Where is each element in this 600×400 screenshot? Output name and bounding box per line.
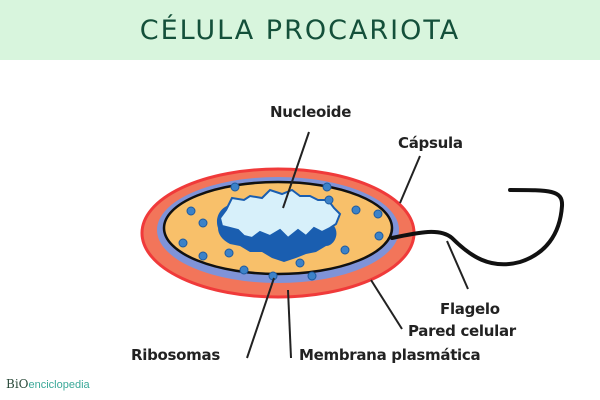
bioenciclopedia-logo: BiOenciclopedia <box>6 377 90 391</box>
label-capsula: Cápsula <box>398 134 463 152</box>
label-flagelo: Flagelo <box>440 300 500 318</box>
page-title: CÉLULA PROCARIOTA <box>139 14 461 46</box>
title-banner: CÉLULA PROCARIOTA <box>0 0 600 60</box>
label-ribosomas: Ribosomas <box>131 346 220 364</box>
leader-lines <box>246 131 469 359</box>
logo-text: enciclopedia <box>28 379 90 391</box>
label-membrana-plasmatica: Membrana plasmática <box>299 346 481 364</box>
ribosomes <box>178 182 384 281</box>
label-pared-celular: Pared celular <box>408 322 516 340</box>
logo-bio: BiO <box>6 377 29 391</box>
nucleoid <box>218 188 342 240</box>
label-nucleoide: Nucleoide <box>270 103 352 121</box>
flagellum <box>390 188 565 267</box>
